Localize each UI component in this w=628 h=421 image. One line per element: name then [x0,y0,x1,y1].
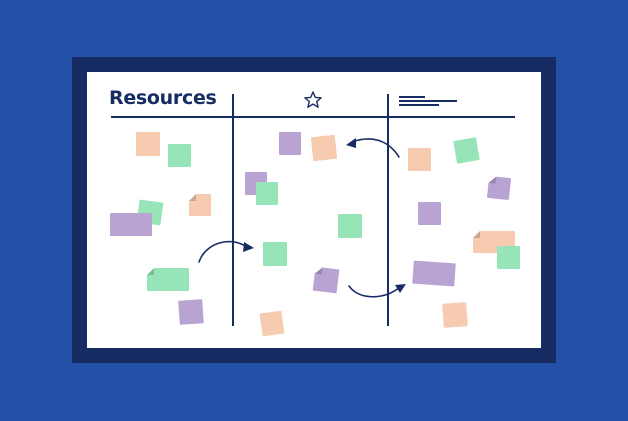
kanban-board: Resources [87,72,541,348]
sticky-note[interactable] [486,175,512,201]
sticky-note[interactable] [136,132,160,156]
arrow-left-top [351,138,400,158]
sticky-note[interactable] [110,213,152,236]
sticky-note[interactable] [178,299,204,325]
header-divider [111,116,515,118]
sticky-note[interactable] [279,132,301,155]
sticky-note[interactable] [453,137,480,164]
sticky-note[interactable] [168,144,191,167]
sticky-note[interactable] [338,214,362,238]
board-title: Resources [109,87,217,109]
sticky-note[interactable] [189,194,211,216]
sticky-note[interactable] [259,310,285,337]
sticky-note[interactable] [256,182,278,205]
column-divider-2 [387,94,389,326]
sticky-note[interactable] [147,268,189,291]
arrow-right-upper [198,240,248,263]
sticky-note[interactable] [442,302,468,328]
arrow-right-lower [348,285,400,298]
sticky-note[interactable] [412,260,456,287]
sticky-note[interactable] [408,148,431,171]
sticky-note[interactable] [263,242,287,266]
sticky-note[interactable] [418,202,441,225]
sticky-note[interactable] [312,266,340,294]
column-divider-1 [232,94,234,326]
sticky-note[interactable] [310,134,338,162]
sticky-note[interactable] [497,246,520,269]
